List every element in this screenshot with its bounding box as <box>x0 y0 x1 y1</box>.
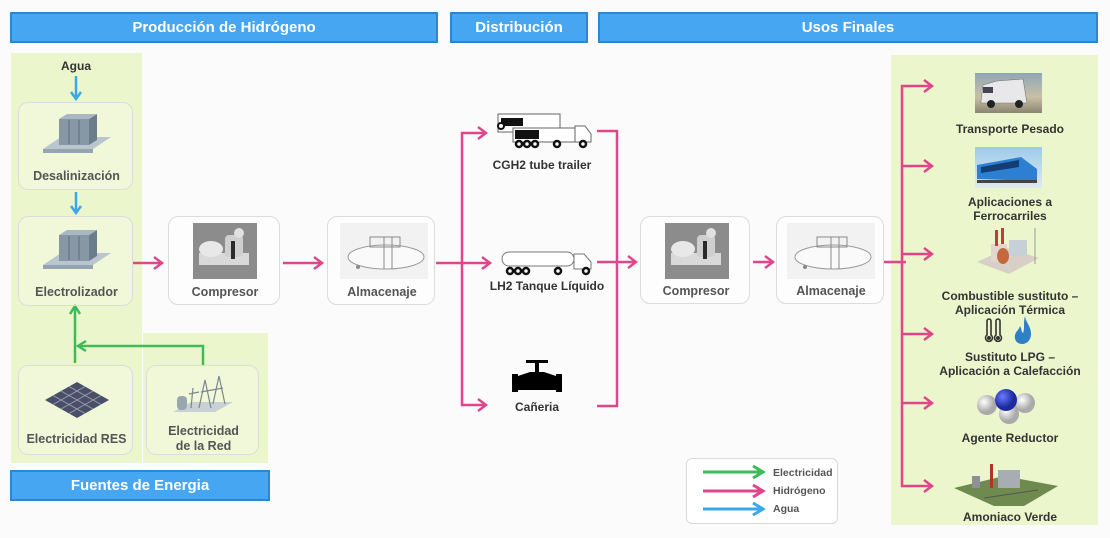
electricidad-res-label: Electricidad RES <box>26 432 127 446</box>
agente-reductor-label: Agente Reductor <box>961 431 1059 445</box>
node-almacenaje-produccion[interactable]: Almacenaje <box>327 216 435 305</box>
compresor-usos-label: Compresor <box>662 284 730 298</box>
electricidad-red-label-1: Electricidad <box>168 424 239 438</box>
node-almacenaje-usos[interactable]: Almacenaje <box>776 216 884 304</box>
legend: Electricidad Hidrógeno Agua <box>686 458 838 524</box>
legend-electricidad-arrow-icon <box>703 465 766 479</box>
node-electricidad-red[interactable]: Electricidad de la Red <box>146 365 259 455</box>
gas-flame-icon <box>1014 316 1031 344</box>
compresor-label: Compresor <box>191 285 259 299</box>
node-compresor-produccion[interactable]: Compresor <box>168 216 280 305</box>
node-electricidad-res[interactable]: Electricidad RES <box>18 365 133 455</box>
legend-agua-label: Agua <box>773 503 800 515</box>
pipeline-valve-icon <box>512 360 562 392</box>
header-produccion: Producción de Hidrógeno <box>10 12 438 43</box>
electrolyzer-icon <box>43 230 111 269</box>
amoniaco-verde-label: Amoniaco Verde <box>962 510 1058 524</box>
solar-panels-icon <box>45 382 109 418</box>
tube-trailer-truck-icon <box>497 113 592 149</box>
lh2-label: LH2 Tanque Líquido <box>489 279 605 293</box>
distribution-fork <box>460 131 486 407</box>
combustible-label-1: Combustible sustituto – <box>941 289 1079 303</box>
distribution-merge <box>597 129 619 408</box>
liquid-tanker-truck-icon <box>501 251 592 276</box>
header-usos: Usos Finales <box>598 12 1098 43</box>
legend-agua-arrow-icon <box>703 502 766 516</box>
power-grid-substation-icon <box>173 375 233 412</box>
electrolizador-label: Electrolizador <box>35 285 118 299</box>
combustible-label-2: Aplicación Térmica <box>954 303 1066 317</box>
compressor-icon <box>665 223 729 279</box>
heavy-truck-icon <box>975 73 1042 113</box>
ferrocarriles-label-1: Aplicaciones a <box>967 195 1053 209</box>
caneria-label: Cañeria <box>514 400 560 414</box>
compressor-icon <box>193 223 257 279</box>
storage-tank-icon <box>340 223 428 279</box>
train-icon <box>975 147 1042 188</box>
node-desalinizacion[interactable]: Desalinización <box>18 102 133 190</box>
node-electrolizador[interactable]: Electrolizador <box>18 216 133 306</box>
node-compresor-usos[interactable]: Compresor <box>640 216 750 304</box>
ammonia-plant-icon <box>954 464 1058 506</box>
cgh2-label: CGH2 tube trailer <box>492 158 592 172</box>
header-fuentes: Fuentes de Energia <box>10 470 270 501</box>
lpg-label-2: Aplicación a Calefacción <box>939 364 1081 378</box>
thermal-plant-icon <box>975 226 1042 276</box>
legend-hidrogeno-arrow-icon <box>703 484 766 498</box>
desalination-plant-icon <box>43 114 111 153</box>
ferrocarriles-label-2: Ferrocarriles <box>973 209 1047 223</box>
almacenaje-usos-label: Almacenaje <box>796 284 866 298</box>
legend-hidrogeno-label: Hidrógeno <box>773 485 826 497</box>
desalinizacion-label: Desalinización <box>33 169 120 183</box>
header-distribucion: Distribución <box>450 12 588 43</box>
ammonia-molecule-icon <box>977 389 1035 424</box>
electricidad-red-label-2: de la Red <box>175 439 232 453</box>
legend-electricidad-label: Electricidad <box>773 467 833 479</box>
thermometer-icon <box>984 318 1003 343</box>
storage-tank-icon <box>787 223 875 279</box>
transporte-pesado-label: Transporte Pesado <box>955 122 1065 136</box>
agua-label: Agua <box>61 59 91 73</box>
almacenaje-label: Almacenaje <box>347 285 417 299</box>
lpg-label-1: Sustituto LPG – <box>965 350 1055 364</box>
